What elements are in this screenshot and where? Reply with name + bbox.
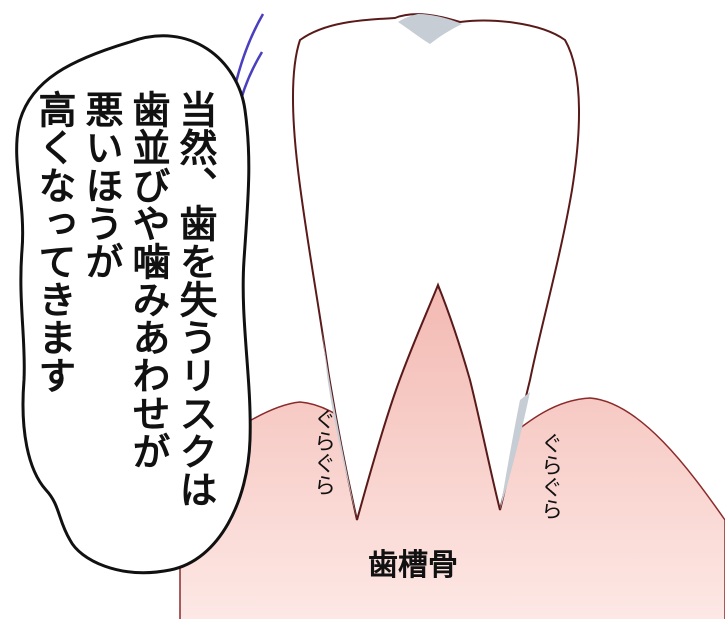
wobble-label-right: ぐらぐら <box>537 432 562 520</box>
speech-bubble-text: 当然、歯を失うリスクは 歯並びや噛みあわせが 悪いほうが 高くなってきます <box>32 90 217 508</box>
tooth-root-shadow <box>500 392 530 510</box>
alveolar-bone-label: 歯槽骨 <box>368 548 458 583</box>
tooth-shape <box>292 13 580 521</box>
wobble-label-left: ぐらぐら <box>310 408 335 496</box>
speech-bubble-shape <box>15 34 252 575</box>
tooth-crown-shadow <box>398 14 462 44</box>
